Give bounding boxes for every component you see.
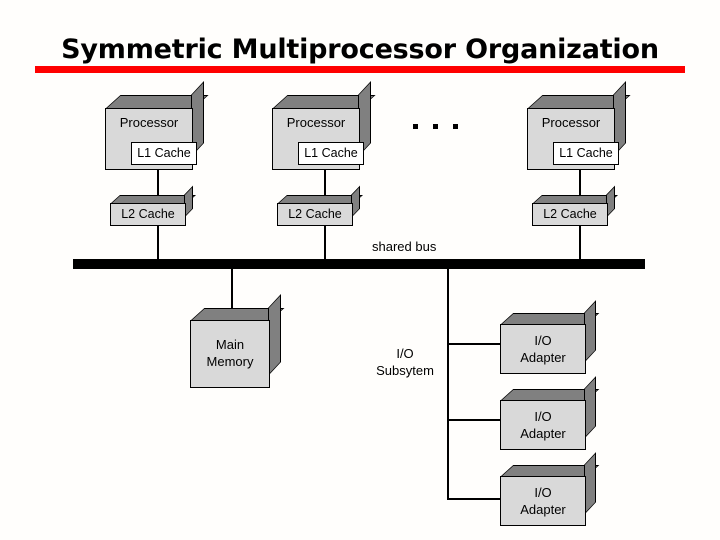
l2-cache-label-3: L2 Cache [543,207,597,221]
io-adapter-label-line1: I/O [534,485,552,500]
io-adapter-label-2: I/O Adapter [500,408,586,442]
l1-cache-box-2[interactable]: L1 Cache [298,142,364,165]
io-adapter-label-line2: Adapter [520,502,566,517]
processor-label-1: Processor [119,115,179,130]
io-adapter-label-1: I/O Adapter [500,332,586,366]
main-memory-label-line2: Memory [206,354,254,369]
io-adapter-box-front-face [500,324,586,374]
processor-label-3: Processor [541,115,601,130]
page-title: Symmetric Multiprocessor Organization [61,34,659,65]
l2-box-front-face [277,203,353,226]
main-memory-label-line1: Main [215,337,245,352]
connector-l2-2-to-bus [324,220,326,262]
l1-cache-box-1[interactable]: L1 Cache [131,142,197,165]
processor-node-1[interactable]: Processor L1 Cache [105,81,210,170]
processor-label-2: Processor [286,115,346,130]
io-adapter-node-3[interactable]: I/O Adapter [500,452,605,527]
l1-cache-box-3[interactable]: L1 Cache [553,142,619,165]
io-adapter-label-line1: I/O [534,409,552,424]
ellipsis-dot [413,124,418,129]
io-subsystem-label-line1: I/O [396,346,414,361]
main-memory-node[interactable]: Main Memory [190,294,290,390]
memory-box-front-face [190,320,270,388]
connector-l2-1-to-bus [157,220,159,262]
main-memory-label: Main Memory [190,336,270,370]
io-adapter-box-front-face [500,400,586,450]
processor-node-3[interactable]: Processor L1 Cache [527,81,632,170]
connector-io-trunk-to-adapter-3 [447,498,502,500]
ellipsis-dot [433,124,438,129]
io-adapter-node-2[interactable]: I/O Adapter [500,376,605,451]
l2-cache-node-3[interactable]: L2 Cache [532,185,624,227]
connector-bus-to-io-trunk [447,266,449,500]
l2-cache-label-1: L2 Cache [121,207,175,221]
io-adapter-label-line2: Adapter [520,350,566,365]
l2-box-front-face [532,203,608,226]
ellipsis-dot [453,124,458,129]
l2-cache-label-2: L2 Cache [288,207,342,221]
title-underline-rule [35,66,685,73]
title-block: Symmetric Multiprocessor Organization [0,34,720,66]
io-adapter-label-line1: I/O [534,333,552,348]
connector-proc2-to-l2 [324,160,326,206]
io-adapter-box-front-face [500,476,586,526]
io-adapter-label-3: I/O Adapter [500,484,586,518]
connector-io-trunk-to-adapter-1 [447,343,502,345]
io-subsystem-label: I/O Subsytem [355,345,455,379]
connector-proc1-to-l2 [157,160,159,206]
l2-box-front-face [110,203,186,226]
ellipsis-indicator [413,124,473,132]
l2-cache-node-1[interactable]: L2 Cache [110,185,202,227]
connector-bus-to-memory [231,266,233,316]
shared-bus-bar[interactable] [73,259,645,269]
connector-io-trunk-to-adapter-2 [447,419,502,421]
io-subsystem-label-line2: Subsytem [376,363,434,378]
processor-node-2[interactable]: Processor L1 Cache [272,81,377,170]
connector-l2-3-to-bus [579,220,581,262]
connector-proc3-to-l2 [579,160,581,206]
l2-cache-node-2[interactable]: L2 Cache [277,185,369,227]
shared-bus-label: shared bus [372,239,437,254]
io-adapter-node-1[interactable]: I/O Adapter [500,300,605,375]
io-adapter-label-line2: Adapter [520,426,566,441]
